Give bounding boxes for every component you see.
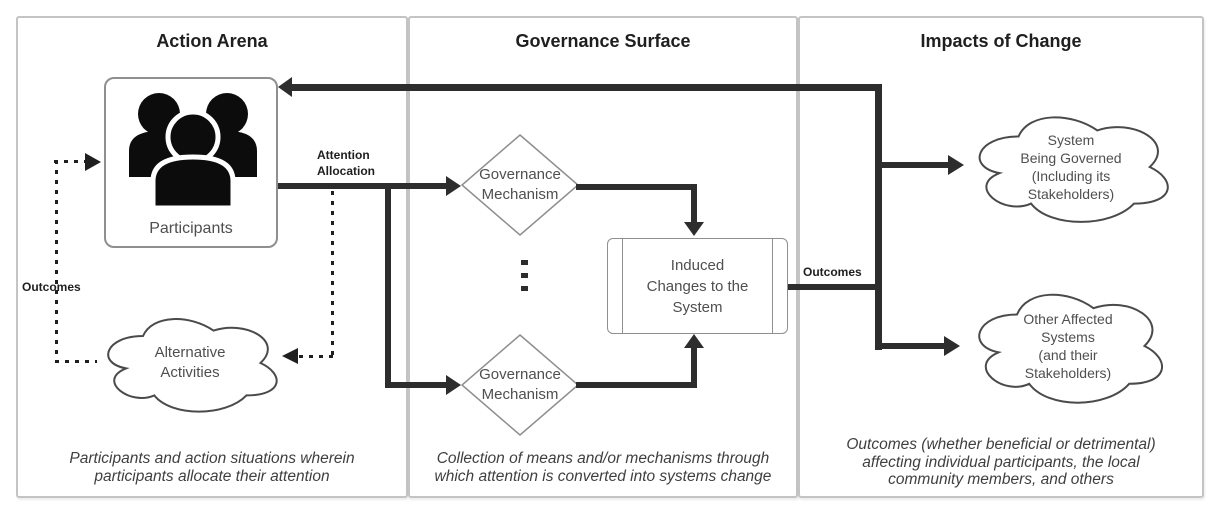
node-induced-changes: Induced Changes to the System: [607, 238, 788, 334]
diamond-shape: [460, 133, 580, 237]
panel-title-action-arena: Action Arena: [156, 31, 268, 51]
arrowhead-right: [944, 336, 960, 356]
arrowhead-up: [684, 334, 704, 348]
other-affected-systems-label: Other Affected Systems (and their Stakeh…: [1023, 311, 1113, 381]
cloud-shape: [966, 106, 1176, 228]
participants-label: Participants: [149, 220, 233, 237]
panel-title-governance-surface: Governance Surface: [515, 31, 691, 51]
governance-mechanism-top-label: Governance Mechanism: [479, 166, 561, 203]
arrowhead-left: [278, 77, 292, 97]
panel-title-impacts-of-change: Impacts of Change: [920, 31, 1082, 51]
node-participants: Participants: [104, 77, 278, 248]
arrowhead-right: [446, 176, 461, 196]
cloud-shape: [966, 283, 1170, 409]
node-governance-mechanism-top: Governance Mechanism: [460, 133, 580, 237]
node-governance-mechanism-bottom: Governance Mechanism: [460, 333, 580, 437]
outcomes-trunk: [875, 84, 882, 350]
caption-governance-surface: Collection of means and/or mechanisms th…: [434, 450, 772, 485]
outcomes-label-right: Outcomes: [803, 265, 862, 279]
arrowhead-down: [684, 222, 704, 236]
caption-impacts-of-change: Outcomes (whether beneficial or detrimen…: [846, 436, 1156, 488]
process-side-bar-left: [622, 239, 623, 333]
governance-mechanism-bottom-label: Governance Mechanism: [479, 366, 561, 403]
arrowhead-left: [282, 348, 298, 364]
alternative-activities-label: Alternative Activities: [154, 344, 226, 381]
arrowhead-right: [948, 155, 964, 175]
diamond-shape: [460, 333, 580, 437]
node-other-affected-systems: Other Affected Systems (and their Stakeh…: [966, 283, 1170, 409]
group-of-people-icon: [129, 93, 257, 209]
cloud-shape: [96, 309, 284, 417]
arrowhead-right: [85, 153, 101, 171]
caption-action-arena: Participants and action situations where…: [69, 450, 355, 485]
outcomes-label-left: Outcomes: [22, 280, 81, 294]
induced-changes-label: Induced Changes to the System: [646, 256, 749, 316]
attention-allocation-label: Attention Allocation: [317, 148, 376, 178]
system-being-governed-label: System Being Governed (Including its Sta…: [1020, 132, 1122, 202]
arrowhead-right: [446, 375, 461, 395]
process-side-bar-right: [772, 239, 773, 333]
node-alternative-activities: Alternative Activities: [96, 309, 284, 417]
panel-impacts-of-change: [798, 16, 1204, 498]
node-system-being-governed: System Being Governed (Including its Sta…: [966, 106, 1176, 228]
